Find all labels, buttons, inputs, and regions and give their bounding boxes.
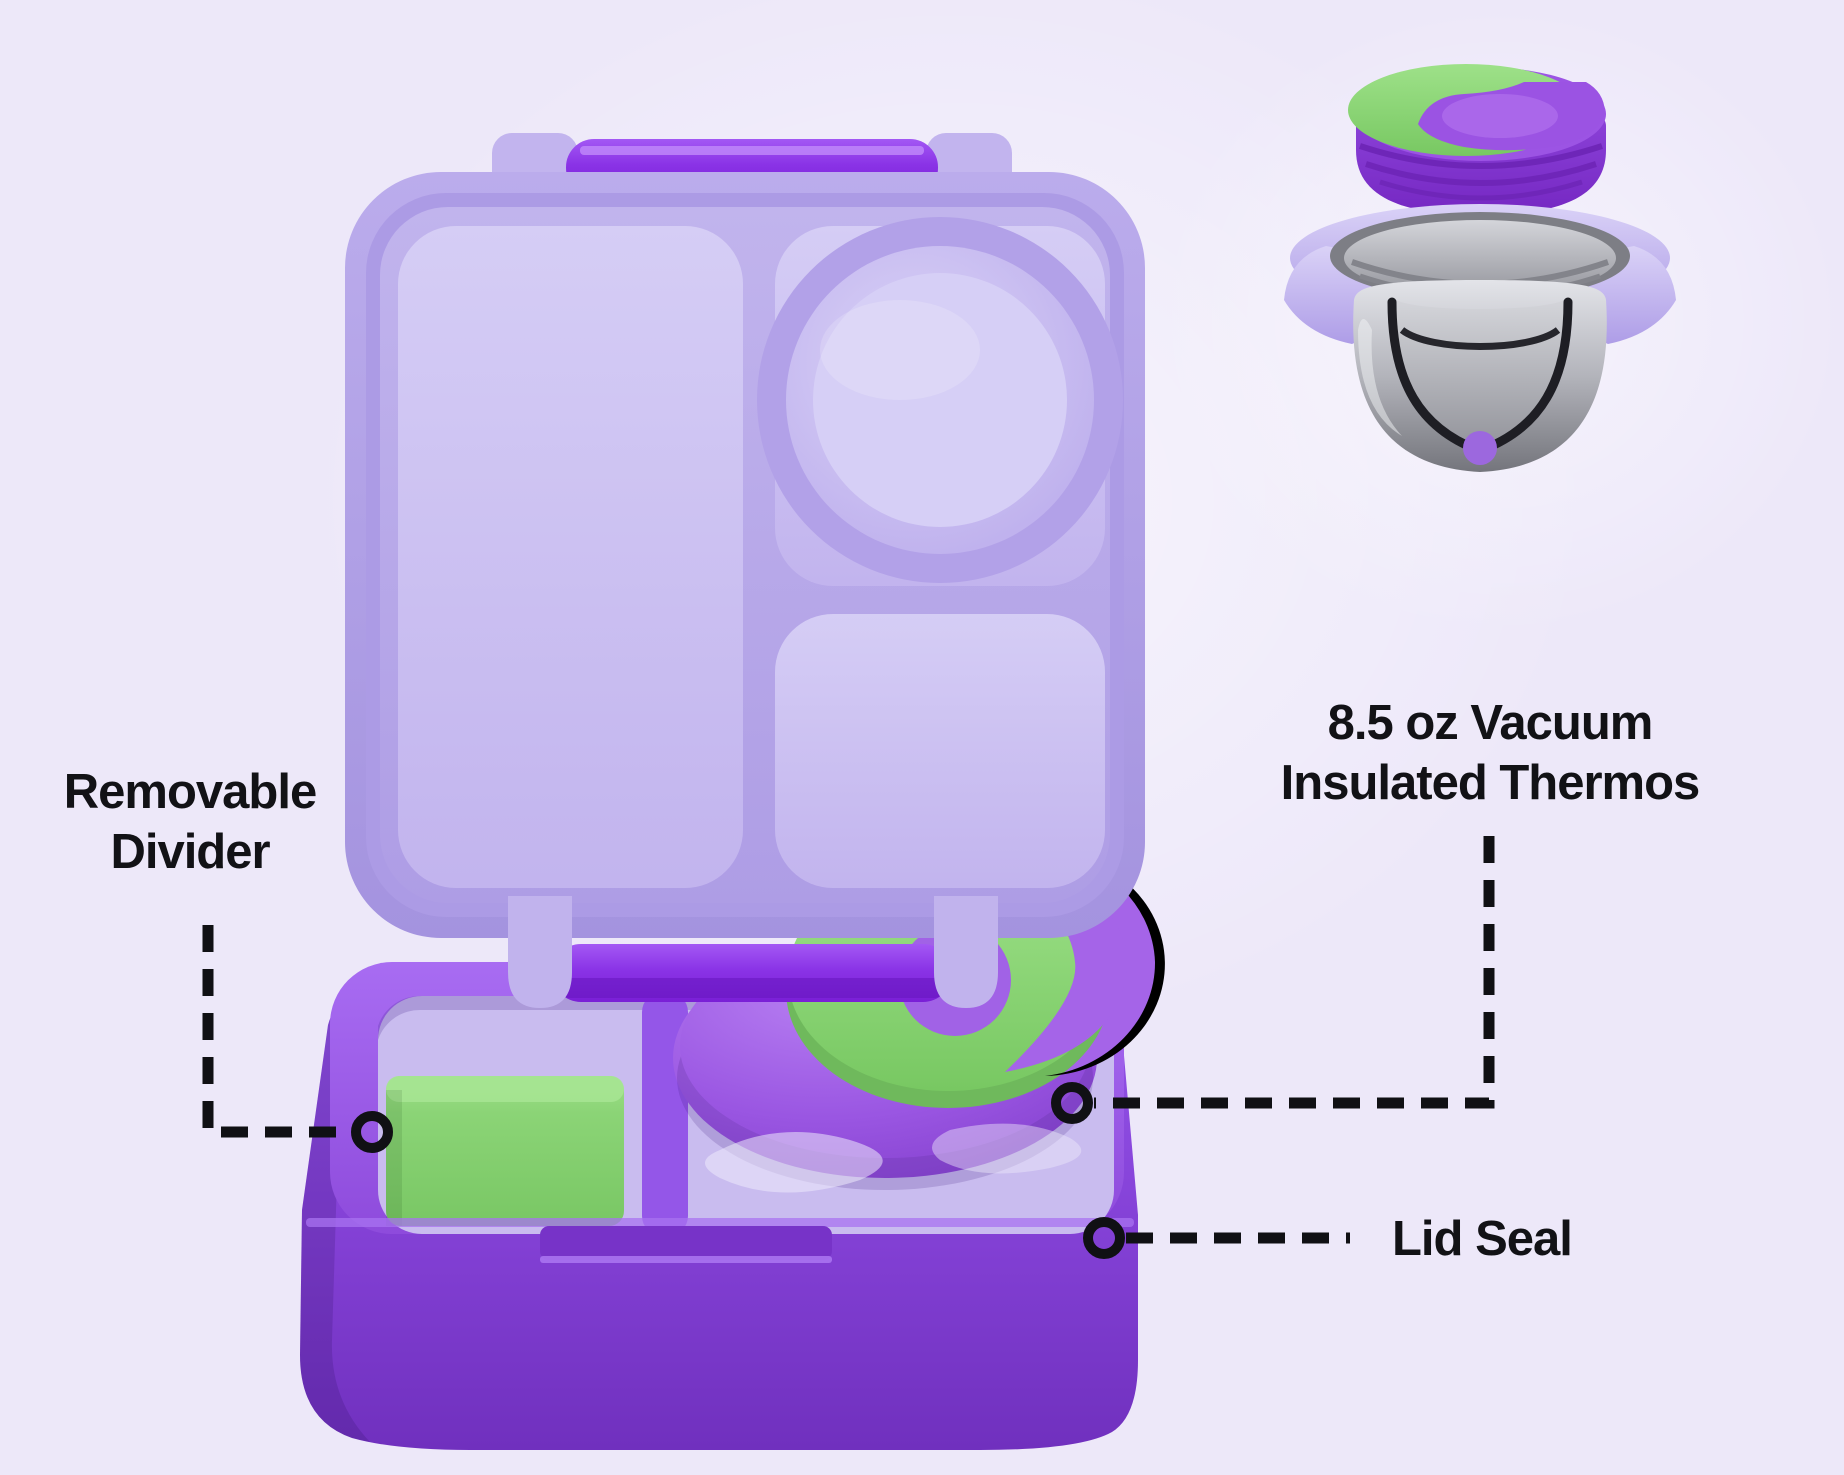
vacuum-gap-left: [1387, 297, 1483, 455]
circle-marker-icon: [1051, 1082, 1093, 1124]
thermos-lid-thread: [1379, 179, 1583, 201]
lid-thermos-recess: [757, 217, 1123, 583]
thermos-lid-thread: [1365, 161, 1597, 186]
insulation-nub: [1463, 431, 1497, 465]
vacuum-gap-bottom: [1399, 327, 1561, 350]
vacuum-gap-right: [1477, 297, 1573, 455]
callout-removable-divider: [202, 925, 393, 1153]
circle-marker-icon: [1083, 1217, 1125, 1259]
lid-hinge-pin-bottom-shade: [560, 978, 944, 998]
callout-lid-seal: [1083, 1217, 1350, 1259]
thermos-lid-product: [1348, 64, 1606, 215]
lid-seal-label: Lid Seal: [1392, 1212, 1573, 1266]
callout-line: [1094, 836, 1495, 1109]
box-shading: [300, 982, 400, 1442]
latch-recess-ledge: [540, 1256, 832, 1263]
green-container: [386, 1076, 624, 1226]
removable-divider-label: Removable Divider: [63, 765, 317, 879]
callout-thermos: [1051, 836, 1495, 1124]
lid-hinge-pin-highlight: [580, 146, 924, 155]
callout-line: [202, 925, 350, 1138]
lid-bottom-tab-left: [508, 896, 572, 1008]
lunchbox-lid-open: [345, 133, 1145, 1008]
bowl-highlight: [1358, 319, 1402, 436]
lid-compartment-bottomright: [775, 614, 1105, 888]
thermos-label: 8.5 oz Vacuum Insulated Thermos: [1280, 696, 1701, 810]
thermos-cross-section: [1284, 204, 1676, 472]
box-front-lip: [306, 1218, 1134, 1227]
circle-marker-icon: [351, 1111, 393, 1153]
gloss-reflection: [705, 1132, 883, 1193]
lid-compartment-left: [398, 226, 743, 888]
cutaway-interior: [1396, 300, 1564, 446]
thermos-lid-thread: [1359, 143, 1603, 169]
latch-recess: [540, 1226, 832, 1260]
lid-bottom-tab-right: [934, 896, 998, 1008]
gloss-reflection: [932, 1123, 1082, 1174]
thermos-lid-gloss: [1442, 94, 1558, 138]
